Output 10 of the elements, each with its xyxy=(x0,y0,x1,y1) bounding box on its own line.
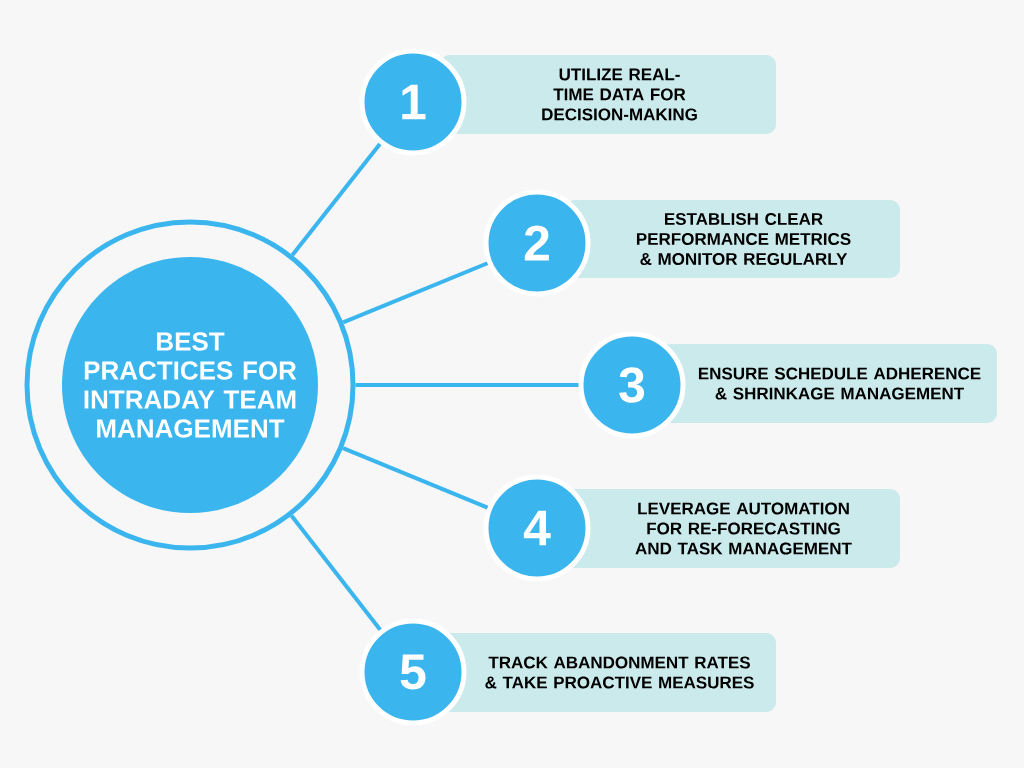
connector-line xyxy=(289,514,382,631)
connector-line xyxy=(342,261,489,325)
connector-line xyxy=(355,383,579,387)
text-bar: TRACK ABANDONMENT RATES & TAKE PROACTIVE MEASURES xyxy=(440,633,776,712)
connector-line xyxy=(290,142,382,257)
text-bar: UTILIZE REAL-TIME DATA FOR DECISION-MAKING xyxy=(440,55,776,134)
connector-line xyxy=(342,446,489,510)
text-bar: ENSURE SCHEDULE ADHERENCE & SHRINKAGE MANAGEMENT xyxy=(660,344,997,423)
text-bar: ESTABLISH CLEAR PERFORMANCE METRICS & MONITOR REGULARLY xyxy=(565,200,900,278)
text-bar: LEVERAGE AUTOMATION FOR RE-FORECASTING AND TASK MANAGEMENT xyxy=(565,489,900,568)
